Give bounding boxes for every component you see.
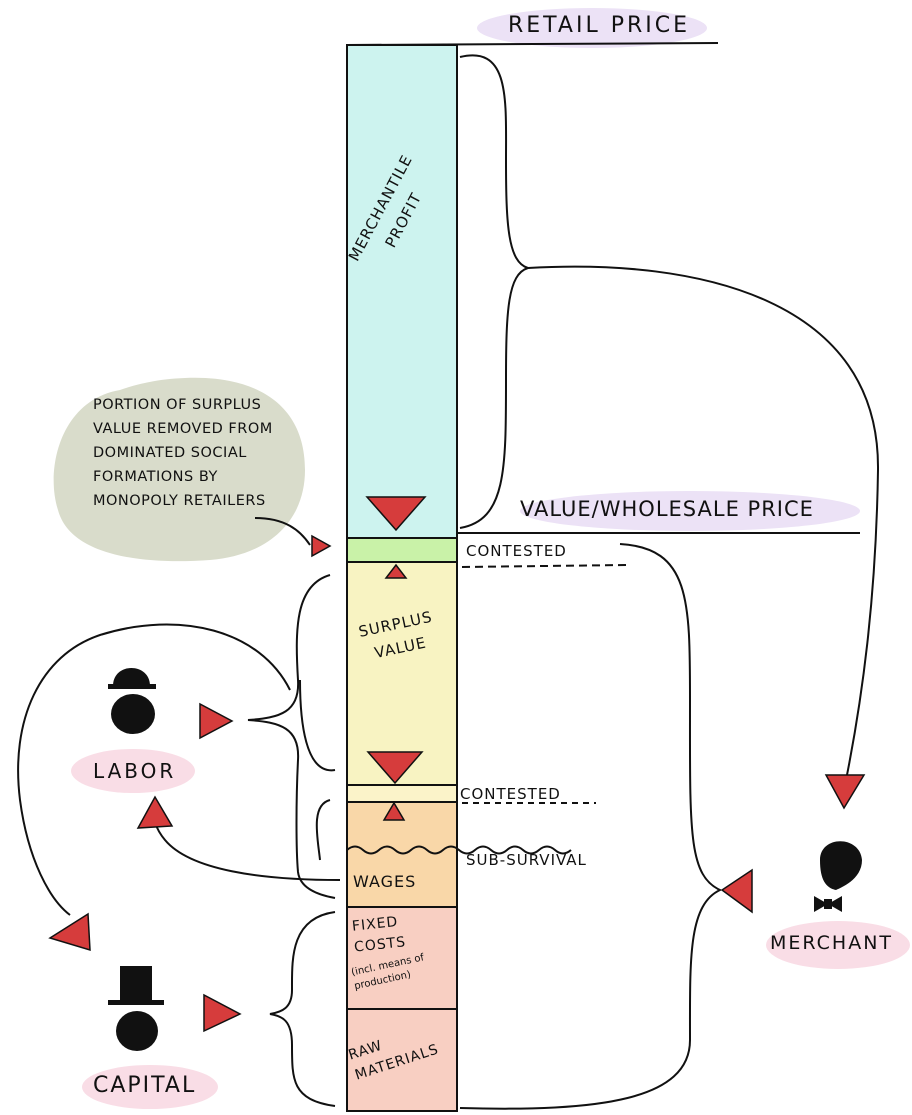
arrow-to-labor xyxy=(138,797,172,828)
merchant-label: MERCHANT xyxy=(770,932,893,954)
labor-label: LABOR xyxy=(93,759,176,783)
capital-figure-icon xyxy=(108,966,164,1051)
labor-brace xyxy=(248,575,335,898)
value-wholesale-price-label: VALUE/WHOLESALE PRICE xyxy=(520,497,814,521)
capital-label: CAPITAL xyxy=(93,1073,196,1098)
fixed-costs-label: FIXED COSTS xyxy=(351,909,425,958)
arrow-to-capital xyxy=(50,914,90,950)
arrow-merchant-top xyxy=(826,775,864,808)
bubble-text: PORTION OF SURPLUS VALUE REMOVED FROM DO… xyxy=(93,393,298,513)
labor-brace-lower-line xyxy=(317,800,330,860)
capital-brace xyxy=(270,912,335,1106)
labor-figure-icon xyxy=(108,668,156,734)
arrow-merchant-side xyxy=(722,870,752,912)
contested-top-label: CONTESTED xyxy=(466,542,567,560)
contested-top-dash xyxy=(462,565,628,567)
sub-survival-label: SUB-SURVIVAL xyxy=(466,851,587,869)
contested-bottom-label: CONTESTED xyxy=(460,785,561,803)
arrow-labor xyxy=(200,704,232,738)
labor-brace-upper-line xyxy=(300,680,335,770)
segment-contested-bottom xyxy=(347,785,457,802)
merchant-brace xyxy=(460,544,720,1109)
merchant-figure-icon xyxy=(814,841,862,912)
retail-price-label: RETAIL PRICE xyxy=(508,13,690,38)
wages-to-labor-curve xyxy=(154,808,340,880)
segment-contested-top xyxy=(347,538,457,562)
segment-merchantile-profit xyxy=(347,45,457,538)
arrow-capital xyxy=(204,995,240,1031)
arrow-bubble-pointer xyxy=(312,536,330,556)
profit-brace xyxy=(460,55,528,528)
wages-label: WAGES xyxy=(353,872,416,891)
